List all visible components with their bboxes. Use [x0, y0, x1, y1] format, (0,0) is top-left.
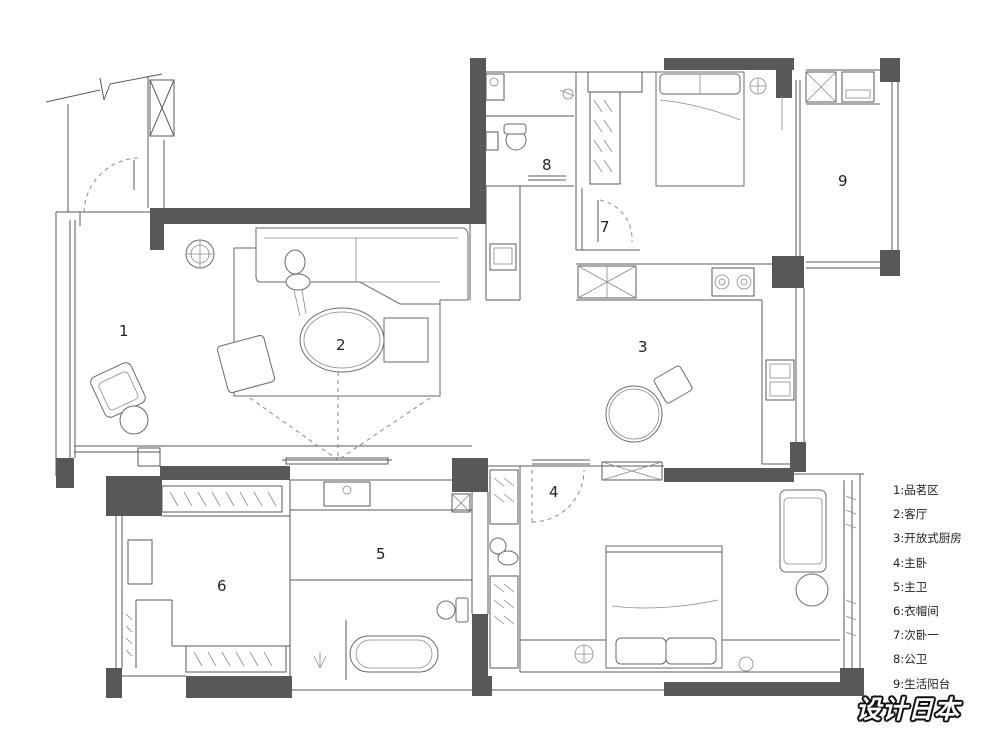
- room-label-9: 9: [838, 172, 848, 190]
- room-legend: 1:品茗区 2:客厅 3:开放式厨房 4:主卧 5:主卫 6:衣帽间 7:次卧一…: [893, 478, 993, 696]
- room-label-8: 8: [542, 156, 552, 174]
- room-label-2: 2: [336, 336, 346, 354]
- legend-item: 6:衣帽间: [893, 603, 939, 618]
- legend-item: 1:品茗区: [893, 483, 939, 497]
- room-label-4: 4: [549, 483, 559, 501]
- furniture: [90, 71, 875, 680]
- room-label-5: 5: [376, 545, 386, 563]
- legend-item: 4:主卧: [893, 555, 928, 570]
- legend-item: 5:主卫: [893, 579, 928, 594]
- legend-item: 8:公卫: [893, 652, 928, 667]
- room-label-3: 3: [638, 338, 648, 356]
- room-label-6: 6: [217, 577, 227, 595]
- walls: [56, 58, 900, 698]
- room-labels: 1 2 3 4 5 6 7 8 9: [119, 156, 848, 595]
- watermark-text: 设计日本: [856, 695, 961, 724]
- room-label-1: 1: [119, 322, 129, 340]
- legend-item: 7:次卧一: [893, 628, 939, 643]
- legend-item: 2:客厅: [893, 507, 928, 522]
- legend-item: 9:生活阳台: [893, 676, 951, 691]
- room-label-7: 7: [600, 218, 610, 236]
- legend-item: 3:开放式厨房: [893, 531, 962, 546]
